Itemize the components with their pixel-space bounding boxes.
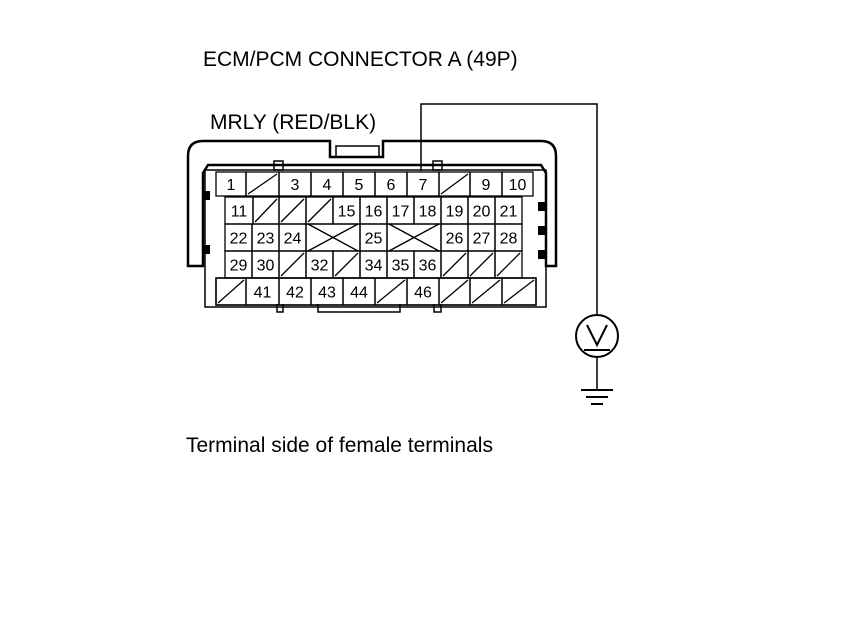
terminal-number: 28 xyxy=(500,231,518,248)
terminal-number: 17 xyxy=(392,204,410,221)
terminal-number: 46 xyxy=(414,285,432,302)
terminal-number: 16 xyxy=(365,204,383,221)
blank-cavity-mark xyxy=(388,223,440,252)
housing-latches xyxy=(203,191,545,259)
unused-terminal-mark xyxy=(440,279,469,304)
unused-terminal-mark xyxy=(217,279,245,304)
terminal-number: 35 xyxy=(392,258,410,275)
probe-wire xyxy=(420,103,598,390)
unused-terminal-mark xyxy=(471,279,501,304)
terminal-number: 42 xyxy=(286,285,304,302)
terminal-number: 43 xyxy=(318,285,336,302)
terminal-number: 7 xyxy=(419,177,428,194)
terminal-number: 27 xyxy=(473,231,491,248)
terminal-number: 6 xyxy=(387,177,396,194)
connector-housing xyxy=(186,139,558,313)
ground-icon xyxy=(581,389,613,405)
terminal-number: 23 xyxy=(257,231,275,248)
terminal-number: 5 xyxy=(355,177,364,194)
unused-terminal-mark xyxy=(376,279,406,304)
terminal-number: 36 xyxy=(419,258,437,275)
terminal-number: 10 xyxy=(509,177,527,194)
terminal-number: 15 xyxy=(338,204,356,221)
voltmeter-icon xyxy=(575,314,619,358)
caption: Terminal side of female terminals xyxy=(186,434,493,457)
terminal-number: 4 xyxy=(323,177,332,194)
terminal-cell xyxy=(501,277,537,306)
terminal-number: 24 xyxy=(284,231,302,248)
terminal-number: 30 xyxy=(257,258,275,275)
terminal-number: 18 xyxy=(419,204,437,221)
unused-terminal-mark xyxy=(442,252,467,277)
unused-terminal-mark xyxy=(280,252,305,277)
unused-terminal-mark xyxy=(503,279,535,304)
terminal-number: 20 xyxy=(473,204,491,221)
terminal-number: 29 xyxy=(230,258,248,275)
terminal-number: 3 xyxy=(291,177,300,194)
diagram-title: ECM/PCM CONNECTOR A (49P) xyxy=(203,48,518,71)
terminal-number: 26 xyxy=(446,231,464,248)
unused-terminal-mark xyxy=(307,198,332,223)
terminal-number: 41 xyxy=(254,285,272,302)
terminal-number: 44 xyxy=(350,285,368,302)
terminal-number: 9 xyxy=(482,177,491,194)
terminal-number: 22 xyxy=(230,231,248,248)
unused-terminal-mark xyxy=(469,252,494,277)
terminal-number: 11 xyxy=(231,204,248,221)
unused-terminal-mark xyxy=(334,252,359,277)
unused-terminal-mark xyxy=(440,173,469,195)
unused-terminal-mark xyxy=(254,198,278,223)
terminal-number: 19 xyxy=(446,204,464,221)
unused-terminal-mark xyxy=(247,173,278,195)
terminal-cell xyxy=(501,171,534,197)
wire-label: MRLY (RED/BLK) xyxy=(210,111,376,134)
terminal-number: 25 xyxy=(365,231,383,248)
unused-terminal-mark xyxy=(280,198,305,223)
terminal-number: 32 xyxy=(311,258,329,275)
terminal-number: 21 xyxy=(500,204,518,221)
unused-terminal-mark xyxy=(496,252,521,277)
terminal-number: 1 xyxy=(227,177,236,194)
blank-cavity-mark xyxy=(307,223,359,252)
terminal-number: 34 xyxy=(365,258,383,275)
